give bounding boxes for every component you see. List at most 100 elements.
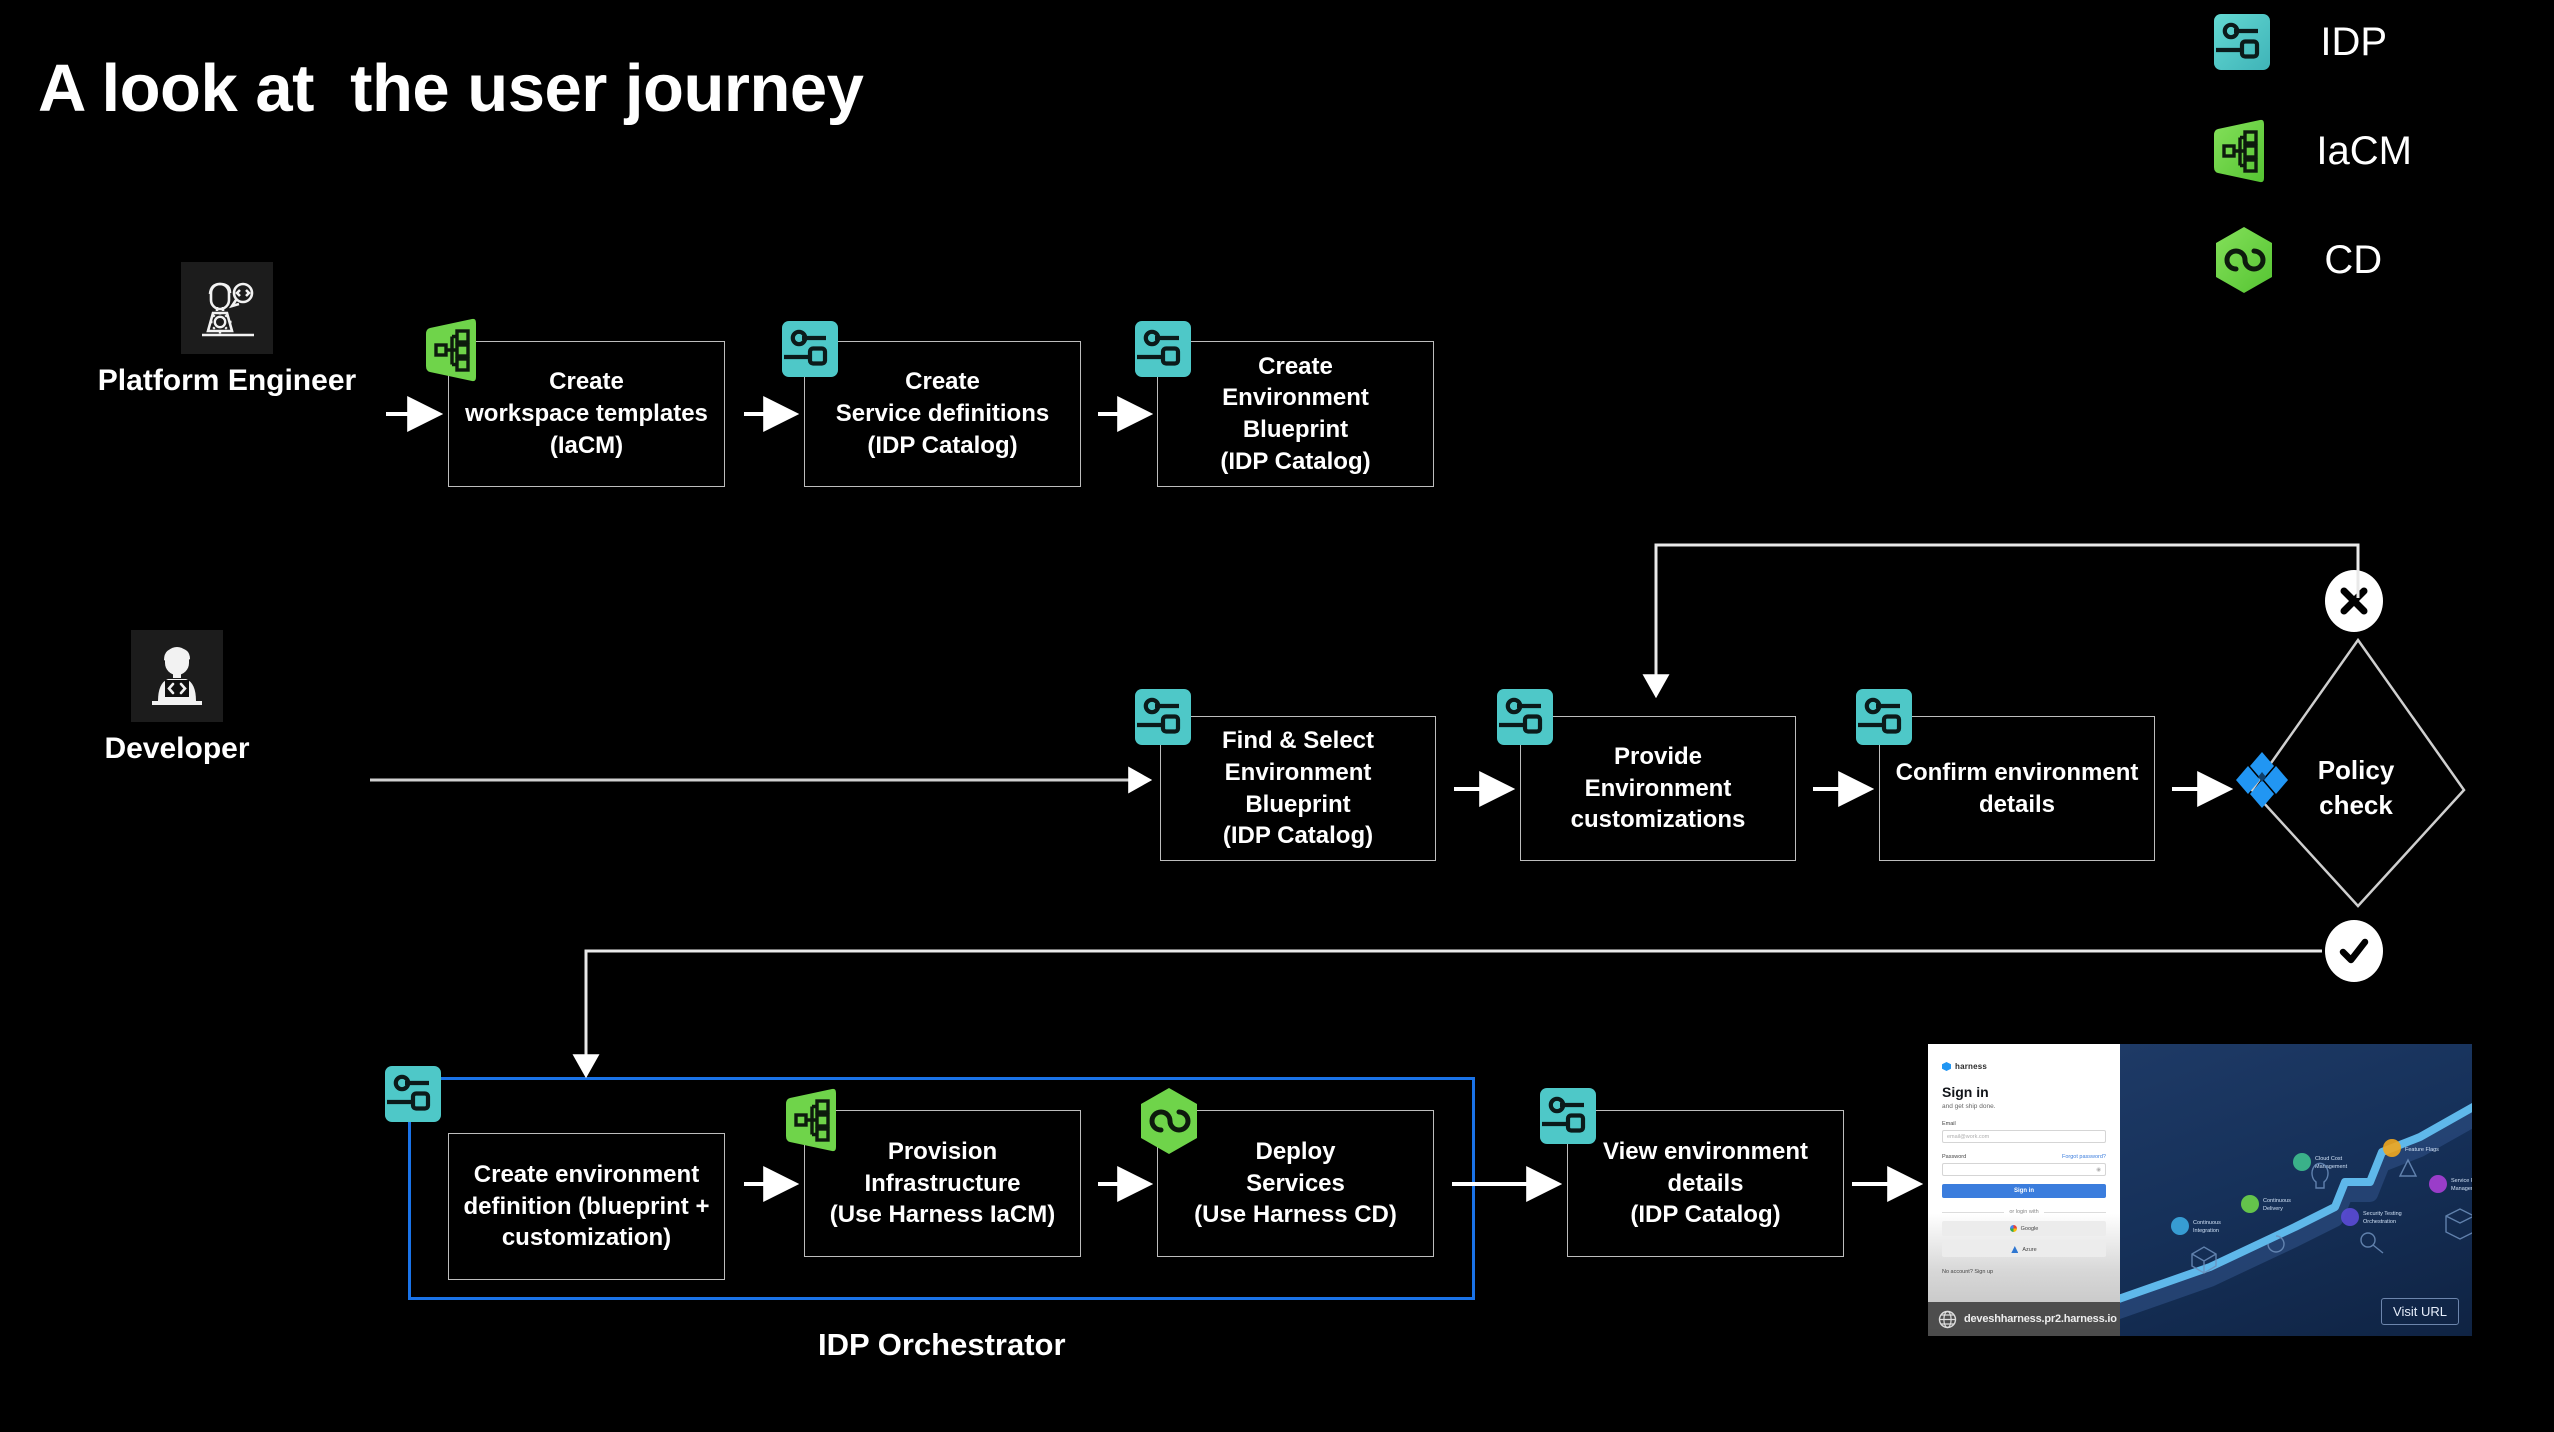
policy-pass-badge bbox=[2325, 920, 2383, 982]
azure-login-button[interactable]: Azure bbox=[1942, 1242, 2106, 1257]
developer-icon bbox=[152, 647, 202, 705]
oauth-divider: or login with bbox=[1942, 1209, 2107, 1215]
google-login-button[interactable]: Google bbox=[1942, 1221, 2106, 1236]
password-label: Password bbox=[1942, 1154, 1967, 1160]
step-create-workspace-templates[interactable]: Create workspace templates (IaCM) bbox=[448, 341, 725, 487]
step-label: Create workspace templates (IaCM) bbox=[465, 368, 708, 459]
step-create-service-definitions[interactable]: Create Service definitions (IDP Catalog) bbox=[804, 341, 1081, 487]
step-label: Deploy Services (Use Harness CD) bbox=[1194, 1137, 1397, 1229]
step-label: Create environment definition (blueprint… bbox=[463, 1160, 710, 1252]
policy-check-label: Policy check bbox=[2317, 755, 2395, 821]
signin-subheading: and get ship done. bbox=[1942, 1103, 1996, 1110]
policy-fail-badge bbox=[2325, 570, 2383, 632]
legend-item-cd: CD bbox=[2214, 226, 2412, 294]
harness-signin-screenshot[interactable]: harness Sign in and get ship done. Email… bbox=[1928, 1044, 2472, 1336]
signup-prompt[interactable]: No account? Sign up bbox=[1942, 1269, 1994, 1275]
check-circle-icon bbox=[2339, 938, 2369, 964]
google-label: Google bbox=[2020, 1225, 2039, 1232]
cd-product-icon bbox=[2216, 227, 2273, 293]
step-create-environment-blueprint[interactable]: Create Environment Blueprint (IDP Catalo… bbox=[1157, 341, 1434, 487]
svg-text:Delivery: Delivery bbox=[2263, 1206, 2283, 1212]
idp-badge-icon bbox=[1856, 689, 1912, 745]
iacm-product-icon bbox=[2214, 119, 2265, 183]
harness-logo: harness bbox=[1942, 1062, 2106, 1071]
idp-badge-icon bbox=[385, 1066, 441, 1122]
iacm-badge-icon bbox=[786, 1088, 836, 1152]
google-icon bbox=[2009, 1225, 2017, 1232]
signin-heading: Sign in bbox=[1942, 1084, 1989, 1100]
step-label: Create Service definitions (IDP Catalog) bbox=[835, 368, 1050, 459]
azure-icon bbox=[2011, 1246, 2019, 1253]
step-confirm-environment-details[interactable]: Confirm environment details bbox=[1879, 716, 2155, 861]
idp-orchestrator-label: IDP Orchestrator bbox=[818, 1327, 1066, 1362]
svg-text:Management: Management bbox=[2451, 1186, 2472, 1192]
svg-text:Management: Management bbox=[2315, 1164, 2348, 1170]
idp-badge-icon bbox=[1135, 321, 1191, 377]
globe-icon bbox=[1938, 1310, 1957, 1328]
svg-text:Continuous: Continuous bbox=[2263, 1198, 2291, 1204]
legend-item-label: CD bbox=[2324, 237, 2383, 282]
step-label: Provision Infrastructure (Use Harness Ia… bbox=[829, 1137, 1056, 1229]
idp-badge-icon bbox=[1540, 1088, 1596, 1144]
x-circle-icon bbox=[2340, 587, 2368, 615]
svg-text:Feature Flags: Feature Flags bbox=[2405, 1147, 2439, 1153]
persona-label: Developer bbox=[104, 732, 250, 765]
svg-text:Continuous: Continuous bbox=[2193, 1220, 2221, 1226]
step-view-environment-details[interactable]: View environment details (IDP Catalog) bbox=[1567, 1110, 1844, 1257]
divider-line bbox=[2043, 1211, 2107, 1213]
url-bar: deveshharness.pr2.harness.io bbox=[1928, 1302, 2120, 1336]
persona-platform-engineer: Platform Engineer bbox=[82, 262, 372, 398]
idp-orchestrator-group bbox=[408, 1077, 1475, 1300]
opa-policy-icon bbox=[2236, 752, 2288, 808]
step-create-environment-definition[interactable]: Create environment definition (blueprint… bbox=[448, 1133, 725, 1280]
persona-label: Platform Engineer bbox=[97, 364, 357, 397]
step-label: Confirm environment details bbox=[1895, 758, 2139, 818]
step-label: View environment details (IDP Catalog) bbox=[1603, 1137, 1808, 1229]
cd-badge-icon bbox=[1141, 1088, 1197, 1154]
harness-wordmark: harness bbox=[1955, 1062, 1988, 1071]
url-text: deveshharness.pr2.harness.io bbox=[1964, 1313, 2117, 1325]
product-legend: IDP IaCM bbox=[2214, 8, 2412, 294]
harness-logo-mark bbox=[1942, 1062, 1951, 1071]
idp-product-icon bbox=[2214, 14, 2271, 70]
email-label: Email bbox=[1942, 1121, 1956, 1127]
page-title: A look at the user journey bbox=[38, 51, 864, 126]
azure-label: Azure bbox=[2022, 1246, 2037, 1253]
divider-label: or login with bbox=[2009, 1209, 2039, 1215]
forgot-password-link[interactable]: Forgot password? bbox=[2061, 1154, 2106, 1160]
step-deploy-services[interactable]: Deploy Services (Use Harness CD) bbox=[1157, 1110, 1434, 1257]
platform-engineer-avatar bbox=[181, 262, 273, 354]
password-field[interactable]: ◉ bbox=[1942, 1163, 2106, 1176]
idp-badge-icon bbox=[1497, 689, 1553, 745]
policy-fail-path bbox=[1642, 543, 2360, 699]
step-label: Find & Select Environment Blueprint (IDP… bbox=[1221, 727, 1375, 850]
svg-text:Integration: Integration bbox=[2193, 1228, 2219, 1234]
legend-item-label: IaCM bbox=[2316, 128, 2412, 173]
idp-badge-icon bbox=[1135, 689, 1191, 745]
signin-panel: harness Sign in and get ship done. Email… bbox=[1928, 1044, 2120, 1336]
step-find-select-environment-blueprint[interactable]: Find & Select Environment Blueprint (IDP… bbox=[1160, 716, 1436, 861]
svg-text:Security Testing: Security Testing bbox=[2363, 1211, 2402, 1217]
platform-engineer-icon bbox=[202, 282, 254, 337]
persona-developer: Developer bbox=[82, 630, 272, 766]
email-placeholder: email@work.com bbox=[1947, 1133, 1990, 1140]
step-label: Create Environment Blueprint (IDP Catalo… bbox=[1220, 352, 1371, 475]
legend-item-iacm: IaCM bbox=[2214, 117, 2412, 185]
iacm-badge-icon bbox=[426, 318, 476, 382]
step-provide-environment-customizations[interactable]: Provide Environment customizations bbox=[1520, 716, 1796, 861]
idp-badge-icon bbox=[782, 321, 838, 377]
divider-line bbox=[1942, 1211, 2005, 1213]
legend-item-idp: IDP bbox=[2214, 8, 2412, 76]
eye-icon[interactable]: ◉ bbox=[2096, 1166, 2101, 1173]
visit-url-button[interactable]: Visit URL bbox=[2381, 1298, 2459, 1325]
legend-item-label: IDP bbox=[2320, 19, 2388, 64]
step-label: Provide Environment customizations bbox=[1570, 742, 1746, 834]
svg-text:Orchestration: Orchestration bbox=[2363, 1219, 2396, 1225]
signin-submit-button[interactable]: Sign in bbox=[1942, 1184, 2106, 1198]
email-field[interactable]: email@work.com bbox=[1942, 1130, 2106, 1143]
step-provision-infrastructure[interactable]: Provision Infrastructure (Use Harness Ia… bbox=[804, 1110, 1081, 1257]
svg-text:Cloud Cost: Cloud Cost bbox=[2315, 1156, 2343, 1162]
